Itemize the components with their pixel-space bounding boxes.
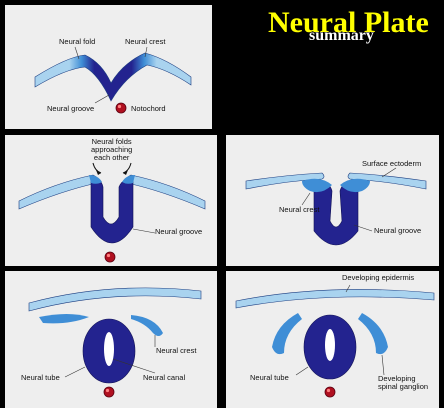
leader-neural-groove-3 (353, 224, 373, 232)
neural-crest-right-3 (340, 178, 370, 193)
label-neural-groove-2: Neural groove (155, 227, 203, 236)
surface-ectoderm-left (245, 172, 325, 190)
panel-surface-ectoderm: Surface ectoderm Neural crest Neural gro… (226, 135, 439, 266)
ganglion-right (358, 313, 388, 355)
label-neural-groove: Neural groove (47, 104, 95, 113)
developing-epidermis-diagram (235, 284, 435, 398)
neural-plate-sheet (34, 52, 192, 102)
surface-ectoderm-diagram (245, 167, 427, 246)
neural-crest-left-4 (39, 314, 89, 324)
leader-neural-tube-5 (295, 366, 309, 376)
leader-neural-fold (74, 46, 80, 60)
leader-spinal-ganglion (381, 354, 385, 376)
ectoderm-sheet-4 (28, 287, 202, 312)
neural-canal-4 (104, 332, 114, 366)
label-neural-groove-3: Neural groove (374, 226, 422, 235)
label-surface-ectoderm: Surface ectoderm (362, 159, 422, 168)
label-neural-crest-4: Neural crest (156, 346, 197, 355)
label-neural-fold: Neural fold (59, 37, 96, 46)
neural-groove-u (90, 179, 134, 244)
leader-neural-crest-3 (301, 192, 311, 206)
neural-canal-5 (325, 329, 335, 361)
leader-neural-canal-4 (112, 358, 156, 374)
leader-developing-epidermis (345, 284, 351, 293)
notochord-2 (104, 251, 116, 263)
ganglion-left (272, 313, 302, 355)
notochord-5 (324, 386, 336, 398)
neural-folds-diagram (18, 162, 206, 263)
surface-ectoderm-right (347, 172, 427, 190)
ectoderm-right (125, 174, 206, 210)
label-notochord: Notochord (131, 104, 166, 113)
neural-groove-closing (313, 183, 359, 246)
neural-plate-diagram (34, 46, 192, 114)
neural-tube-diagram (28, 287, 202, 398)
panel-neural-tube: Neural crest Neural tube Neural canal (5, 271, 217, 408)
leader-surface-ectoderm (381, 167, 397, 178)
leader-neural-tube-4 (64, 366, 86, 378)
neural-crest-left (89, 175, 102, 184)
label-neural-tube-5: Neural tube (250, 373, 289, 382)
leader-neural-groove (94, 94, 110, 104)
label-neural-folds: Neural folds approaching each other (91, 137, 133, 162)
panel-neural-folds-approaching: Neural folds approaching each other Neur… (5, 135, 217, 266)
slide-subtitle: summary (309, 27, 374, 44)
label-neural-crest: Neural crest (125, 37, 166, 46)
label-neural-canal-4: Neural canal (143, 373, 186, 382)
neural-crest-left-3 (302, 178, 332, 193)
notochord-4 (103, 386, 115, 398)
notochord (115, 102, 127, 114)
panel-developing-epidermis: Developing epidermis Neural tube Develop… (226, 271, 439, 408)
epidermis-sheet (235, 289, 435, 309)
neural-crest-right-4 (131, 315, 163, 336)
leader-neural-groove-2 (132, 228, 156, 234)
leader-neural-crest (144, 46, 148, 58)
label-developing-epidermis: Developing epidermis (342, 273, 415, 282)
ectoderm-left (18, 174, 99, 210)
label-developing-spinal-ganglion: Developing spinal ganglion (378, 374, 429, 391)
label-neural-tube-4: Neural tube (21, 373, 60, 382)
panel-neural-plate: Neural fold Neural crest Neural groove N… (5, 5, 212, 129)
slide-title: Neural Plate (268, 6, 429, 39)
neural-crest-right (122, 175, 135, 184)
label-neural-crest-3: Neural crest (279, 205, 320, 214)
